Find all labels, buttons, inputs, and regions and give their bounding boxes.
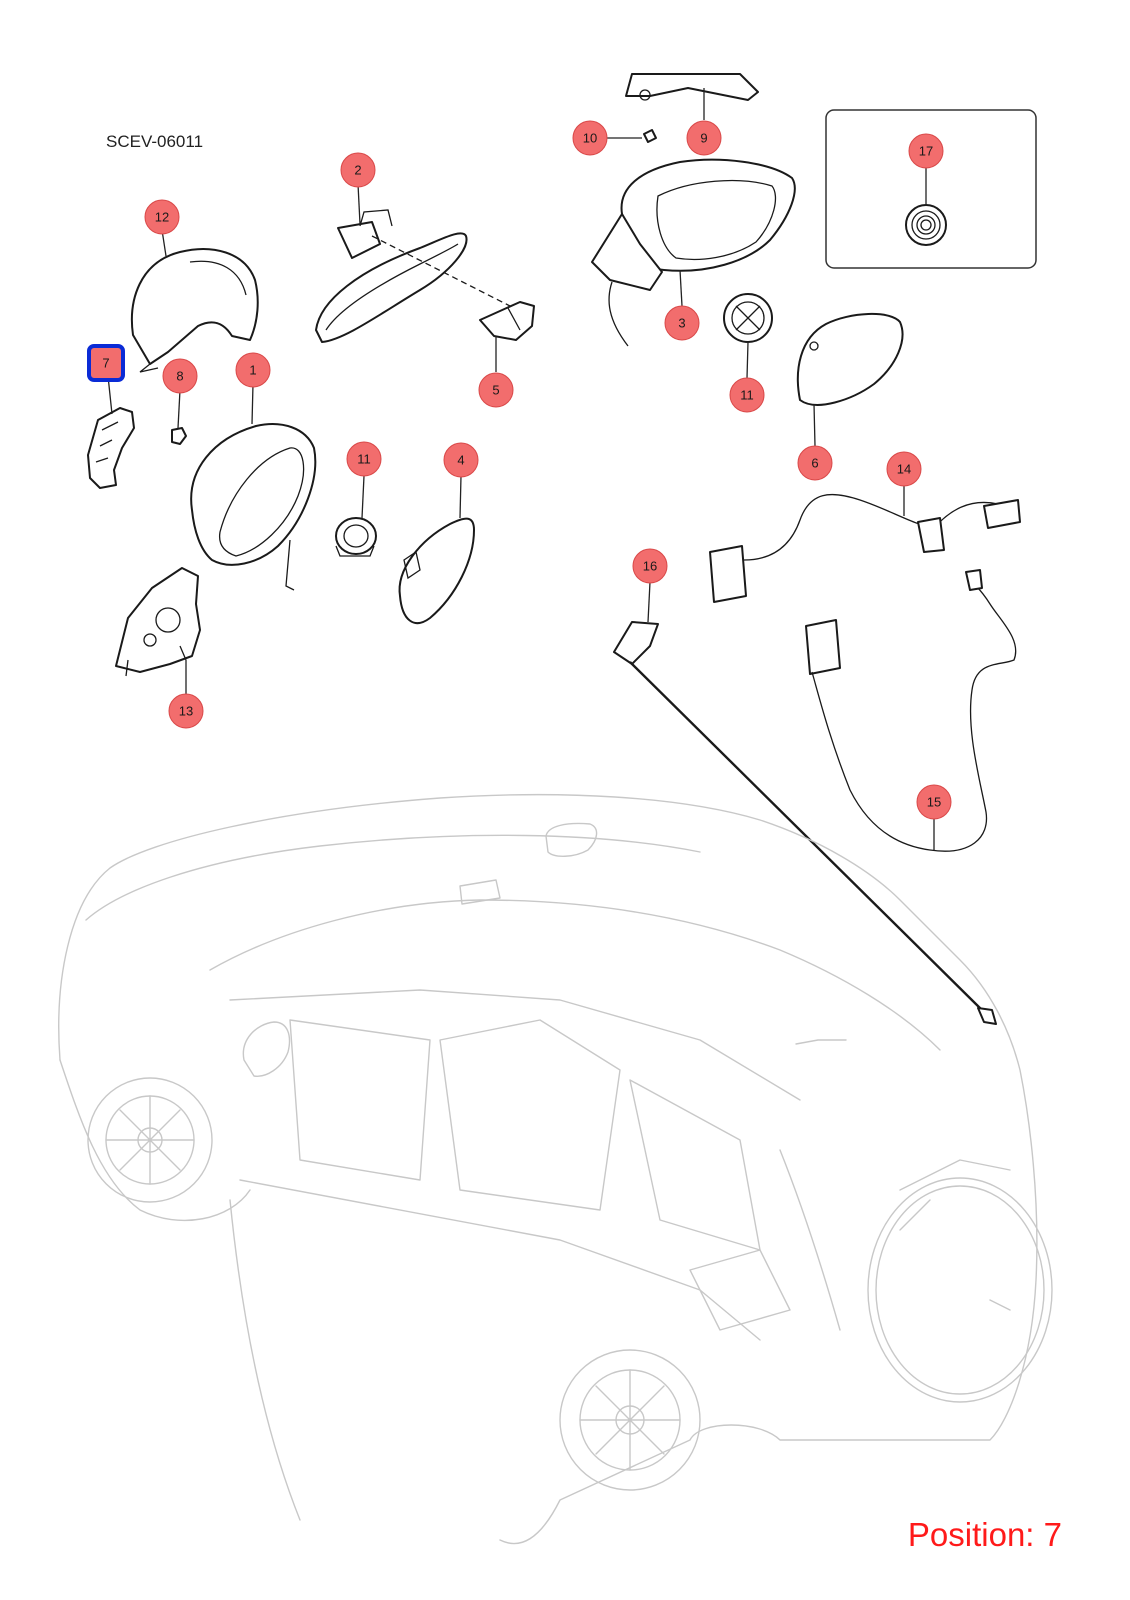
callout-bubble[interactable] bbox=[144, 199, 180, 235]
position-indicator: Position: 7 bbox=[907, 1516, 1062, 1553]
callout-16[interactable]: 16 bbox=[632, 548, 668, 584]
callout-bubble[interactable] bbox=[340, 152, 376, 188]
callout-number: 15 bbox=[927, 795, 941, 810]
callout-bubble[interactable] bbox=[235, 352, 271, 388]
callout-bubble[interactable] bbox=[478, 372, 514, 408]
callout-11b[interactable]: 11 bbox=[346, 441, 382, 477]
callout-8[interactable]: 8 bbox=[162, 358, 198, 394]
callout-bubble[interactable] bbox=[908, 133, 944, 169]
inset-box-part-17 bbox=[825, 109, 1037, 269]
part-14-wiring-harness[interactable] bbox=[709, 493, 1021, 603]
callout-number: 16 bbox=[643, 559, 657, 574]
diagram-reference-code: SCEV-06011 bbox=[106, 132, 204, 151]
leader-lines bbox=[107, 88, 935, 850]
part-3-exterior-mirror-assembly[interactable] bbox=[591, 158, 796, 347]
vehicle-outline bbox=[58, 793, 1053, 1545]
part-12-mirror-cover[interactable] bbox=[131, 248, 259, 373]
callout-bubble[interactable] bbox=[162, 358, 198, 394]
callout-number: 9 bbox=[700, 131, 707, 146]
part-9-trim-strip[interactable] bbox=[625, 73, 759, 101]
part-6-mirror-glass-right[interactable] bbox=[796, 313, 904, 406]
callout-14[interactable]: 14 bbox=[886, 451, 922, 487]
callout-bubble[interactable] bbox=[443, 442, 479, 478]
callout-number: 3 bbox=[678, 316, 685, 331]
callout-number: 17 bbox=[919, 144, 933, 159]
callout-bubble[interactable] bbox=[346, 441, 382, 477]
callout-4[interactable]: 4 bbox=[443, 442, 479, 478]
callout-number: 7 bbox=[102, 356, 109, 371]
callout-number: 8 bbox=[176, 369, 183, 384]
callout-5[interactable]: 5 bbox=[478, 372, 514, 408]
callout-number: 5 bbox=[492, 383, 499, 398]
callout-17[interactable]: 17 bbox=[908, 133, 944, 169]
callout-bubble[interactable] bbox=[797, 445, 833, 481]
callout-number: 6 bbox=[811, 456, 818, 471]
part-11-mirror-motor-right[interactable] bbox=[723, 293, 773, 343]
callout-6[interactable]: 6 bbox=[797, 445, 833, 481]
callout-number: 10 bbox=[583, 131, 597, 146]
part-2-interior-rearview-mirror[interactable] bbox=[315, 209, 511, 343]
selected-callout-highlight[interactable] bbox=[87, 344, 125, 382]
callout-number: 12 bbox=[155, 210, 169, 225]
part-15-cable-module[interactable] bbox=[805, 569, 1017, 852]
callout-bubble[interactable] bbox=[916, 784, 952, 820]
callout-1[interactable]: 1 bbox=[235, 352, 271, 388]
callout-bubble[interactable] bbox=[686, 120, 722, 156]
part-16-antenna-cable[interactable] bbox=[613, 621, 997, 1025]
callout-bubble[interactable] bbox=[664, 305, 700, 341]
callout-13[interactable]: 13 bbox=[168, 693, 204, 729]
callout-number: 4 bbox=[457, 453, 464, 468]
callout-3[interactable]: 3 bbox=[664, 305, 700, 341]
callout-11a[interactable]: 11 bbox=[729, 377, 765, 413]
callout-bubble[interactable] bbox=[168, 693, 204, 729]
callout-number: 2 bbox=[354, 163, 361, 178]
part-5-mount-cover[interactable] bbox=[479, 301, 535, 341]
callout-bubble[interactable] bbox=[729, 377, 765, 413]
callout-bubble[interactable] bbox=[632, 548, 668, 584]
callout-bubble[interactable] bbox=[572, 120, 608, 156]
callout-number: 13 bbox=[179, 704, 193, 719]
part-11-mirror-motor-left[interactable] bbox=[335, 517, 377, 557]
callout-9[interactable]: 9 bbox=[686, 120, 722, 156]
callout-15[interactable]: 15 bbox=[916, 784, 952, 820]
callout-number: 11 bbox=[740, 388, 754, 403]
part-13-folding-mechanism[interactable] bbox=[115, 567, 201, 677]
callout-number: 14 bbox=[897, 462, 911, 477]
callout-12[interactable]: 12 bbox=[144, 199, 180, 235]
part-8-clip[interactable] bbox=[171, 427, 187, 445]
part-10-plug[interactable] bbox=[643, 129, 657, 143]
callout-2[interactable]: 2 bbox=[340, 152, 376, 188]
callout-bubble[interactable] bbox=[886, 451, 922, 487]
callout-7[interactable]: 7 bbox=[87, 344, 125, 382]
callout-number: 11 bbox=[357, 452, 371, 467]
part-7-mirror-bracket[interactable] bbox=[87, 407, 135, 489]
part-1-exterior-mirror-assembly[interactable] bbox=[190, 423, 317, 591]
part-17-grommet[interactable] bbox=[905, 204, 947, 246]
part-4-mirror-glass-left[interactable] bbox=[398, 517, 475, 624]
callout-10[interactable]: 10 bbox=[572, 120, 608, 156]
callout-number: 1 bbox=[249, 363, 256, 378]
